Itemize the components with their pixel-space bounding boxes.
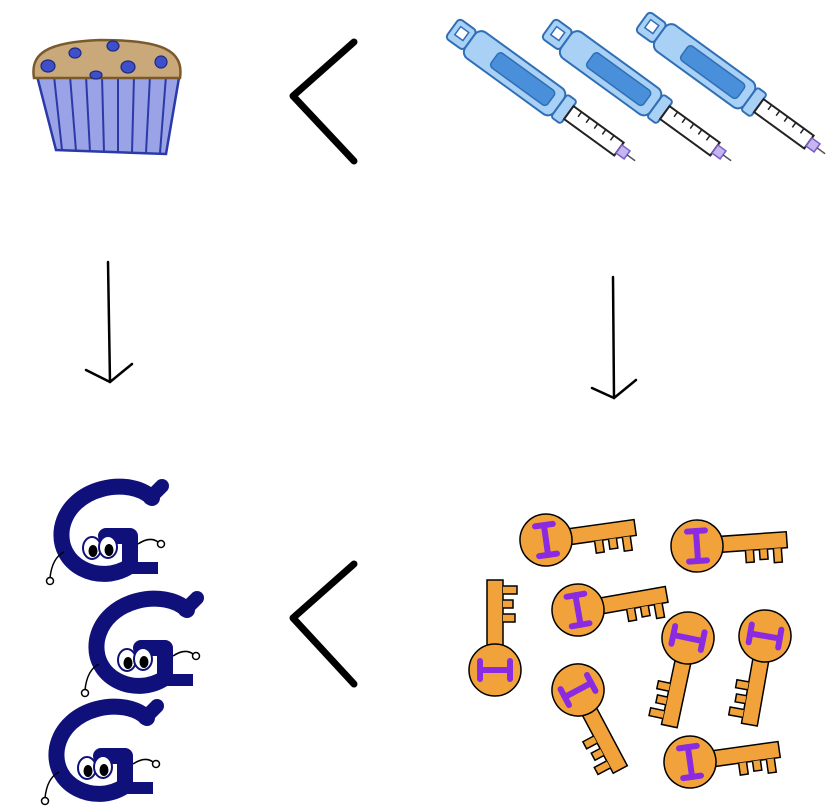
insulin-key-icon — [469, 580, 521, 696]
glucose-character-icon — [82, 598, 200, 697]
insulin-pen-icon — [631, 7, 836, 168]
down-arrow-right — [590, 275, 638, 400]
insulin-key-icon — [517, 502, 639, 570]
glucose-group — [42, 486, 200, 805]
glucose-character-icon — [47, 486, 165, 585]
less-than-symbol-top — [289, 38, 358, 165]
insulin-key-icon — [543, 655, 643, 782]
glucose-character-icon — [42, 706, 160, 805]
less-than-symbol-bottom — [289, 560, 358, 688]
insulin-keys-group — [469, 502, 795, 792]
insulin-pens-group — [441, 7, 836, 175]
insulin-key-icon — [724, 606, 795, 729]
blueberry-muffin-icon — [32, 38, 182, 156]
insulin-key-icon — [548, 569, 671, 640]
insulin-key-icon — [669, 514, 788, 574]
down-arrow-left — [84, 260, 134, 384]
insulin-key-icon — [644, 607, 719, 731]
insulin-pen-icon — [537, 14, 742, 175]
insulin-key-icon — [661, 724, 783, 792]
